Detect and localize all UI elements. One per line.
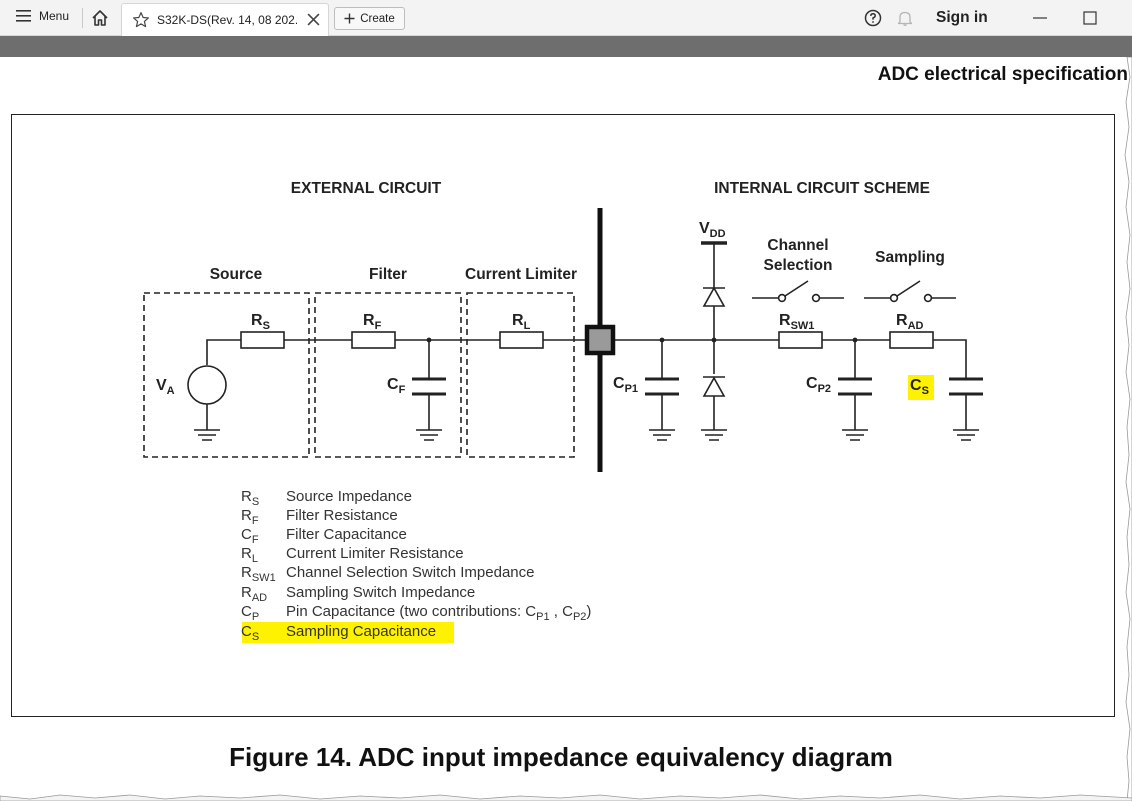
- section-heading: ADC electrical specification: [877, 64, 1128, 85]
- sampling-label: Sampling: [875, 249, 945, 266]
- legend-item: RSW1 Channel Selection Switch Impedance: [241, 564, 534, 584]
- svg-text:RF: RF: [241, 507, 259, 527]
- minimize-icon[interactable]: [1032, 10, 1048, 26]
- label-rf: RF: [363, 312, 382, 332]
- star-icon[interactable]: [132, 11, 150, 29]
- legend-item: CP Pin Capacitance (two contributions: C…: [241, 603, 591, 623]
- label-rsw1: RSW1: [779, 312, 814, 332]
- label-rs: RS: [251, 312, 270, 332]
- internal-circuit-title: INTERNAL CIRCUIT SCHEME: [714, 180, 930, 197]
- current-limiter-block: [466, 292, 575, 458]
- create-button[interactable]: Create: [334, 7, 405, 30]
- capacitor-cp1: [645, 377, 679, 396]
- label-rad: RAD: [896, 312, 924, 332]
- hamburger-icon: [16, 10, 31, 22]
- svg-text:RSW1: RSW1: [241, 564, 276, 584]
- label-rl: RL: [512, 312, 531, 332]
- sampling-switch: [864, 280, 956, 303]
- label-vdd: VDD: [699, 220, 726, 240]
- legend: RS Source Impedance RF Filter Resistance…: [241, 488, 591, 643]
- close-tab-icon[interactable]: [307, 13, 320, 26]
- protection-diodes: [702, 286, 726, 397]
- label-cp1: CP1: [613, 375, 638, 395]
- sign-in-button[interactable]: Sign in: [936, 9, 988, 26]
- home-icon[interactable]: [90, 8, 110, 28]
- current-limiter-label: Current Limiter: [465, 266, 577, 283]
- upper-diode: [702, 286, 726, 307]
- document-header-bar: [0, 36, 1132, 57]
- source-label: Source: [210, 266, 263, 283]
- source-block: [143, 292, 310, 458]
- legend-item: CS Sampling Capacitance: [241, 623, 436, 643]
- svg-text:Source Impedance: Source Impedance: [286, 488, 412, 505]
- resistor-rs: [240, 331, 285, 349]
- pin-pad: [584, 324, 616, 356]
- resistor-rf: [351, 331, 396, 349]
- capacitor-cs: [949, 377, 983, 396]
- filter-label: Filter: [369, 266, 407, 283]
- junction-dots: [426, 337, 858, 343]
- torn-edge-bottom: [0, 794, 1132, 801]
- label-cp2: CP2: [806, 375, 831, 395]
- svg-text:CF: CF: [241, 526, 259, 546]
- label-cs: CS: [910, 377, 929, 397]
- voltage-source-va: [187, 365, 227, 405]
- resistor-rl: [499, 331, 544, 349]
- svg-text:Pin Capacitance (two contribut: Pin Capacitance (two contributions: CP1 …: [286, 603, 591, 623]
- svg-text:Sampling Switch Impedance: Sampling Switch Impedance: [286, 584, 475, 601]
- legend-item: RS Source Impedance: [241, 488, 412, 508]
- svg-text:Current Limiter Resistance: Current Limiter Resistance: [286, 545, 464, 562]
- document-tab[interactable]: S32K-DS(Rev. 14, 08 202...: [121, 3, 329, 36]
- svg-text:CP: CP: [241, 603, 259, 623]
- legend-item: RL Current Limiter Resistance: [241, 545, 464, 565]
- svg-text:RS: RS: [241, 488, 259, 508]
- lower-diode: [702, 376, 726, 397]
- legend-item: RF Filter Resistance: [241, 507, 398, 527]
- signal-wire: [206, 243, 967, 430]
- label-cf: CF: [387, 376, 406, 396]
- svg-text:Filter Resistance: Filter Resistance: [286, 507, 398, 524]
- channel-selection-label-line2: Selection: [764, 257, 833, 274]
- capacitors: [412, 377, 983, 396]
- label-va: VA: [156, 377, 175, 397]
- torn-edge-right: [1124, 57, 1132, 801]
- legend-item: CF Filter Capacitance: [241, 526, 407, 546]
- resistor-rsw1: [778, 331, 823, 349]
- svg-text:Filter Capacitance: Filter Capacitance: [286, 526, 407, 543]
- capacitor-cp2: [838, 377, 872, 396]
- channel-selection-switch: [752, 280, 844, 303]
- menu-label: Menu: [39, 9, 70, 23]
- toolbar-divider: [82, 8, 83, 28]
- ground-symbols: [194, 429, 979, 441]
- legend-highlight: [242, 622, 454, 643]
- svg-text:RAD: RAD: [241, 584, 267, 604]
- channel-selection-label-line1: Channel: [767, 237, 828, 254]
- cs-highlight: [908, 375, 934, 400]
- app-toolbar: Menu S32K-DS(Rev. 14, 08 202... Create S…: [0, 0, 1132, 36]
- maximize-icon[interactable]: [1082, 10, 1098, 26]
- svg-text:RL: RL: [241, 545, 258, 565]
- resistor-rad: [889, 331, 934, 349]
- figure-caption: Figure 14. ADC input impedance equivalen…: [229, 742, 893, 772]
- adc-impedance-diagram: EXTERNAL CIRCUIT INTERNAL CIRCUIT SCHEME…: [143, 180, 983, 643]
- tab-title: S32K-DS(Rev. 14, 08 202...: [157, 13, 297, 27]
- bell-icon[interactable]: [896, 9, 914, 27]
- external-circuit-title: EXTERNAL CIRCUIT: [291, 180, 442, 197]
- plus-icon: [344, 13, 355, 24]
- help-icon[interactable]: [864, 9, 882, 27]
- filter-block: [314, 292, 462, 458]
- legend-item: RAD Sampling Switch Impedance: [241, 584, 475, 604]
- svg-text:Sampling Capacitance: Sampling Capacitance: [286, 623, 436, 640]
- create-label: Create: [360, 12, 395, 25]
- resistors: [240, 331, 934, 349]
- capacitor-cf: [412, 377, 446, 396]
- svg-text:Channel Selection Switch Imped: Channel Selection Switch Impedance: [286, 564, 534, 581]
- svg-text:CS: CS: [241, 623, 259, 643]
- menu-button[interactable]: Menu: [16, 9, 69, 23]
- figure-frame: EXTERNAL CIRCUIT INTERNAL CIRCUIT SCHEME…: [11, 114, 1115, 717]
